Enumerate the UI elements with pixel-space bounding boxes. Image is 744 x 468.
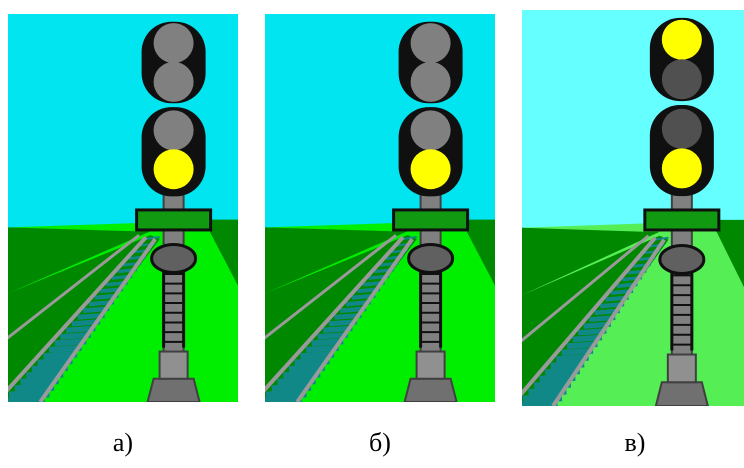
sleeper	[271, 383, 312, 393]
signal-plate	[135, 208, 213, 232]
sleeper	[528, 386, 567, 397]
sleeper	[655, 236, 669, 241]
signal-lamp	[153, 61, 194, 102]
rail	[295, 237, 414, 402]
signal-lamp	[661, 59, 702, 100]
sleeper	[145, 236, 160, 241]
signal-lamp	[153, 149, 194, 190]
sleeper	[539, 373, 576, 383]
signal-panel-c	[522, 10, 744, 406]
signal-base	[654, 381, 709, 406]
signal-scene-c	[522, 10, 744, 406]
rail	[8, 235, 148, 393]
sleeper	[283, 370, 321, 380]
signal-foot	[666, 353, 697, 384]
signal-scene-a	[8, 14, 238, 402]
signal-panel-a	[8, 14, 238, 402]
signal-scene-b	[265, 14, 495, 402]
sleeper	[277, 376, 316, 387]
sleeper	[288, 364, 325, 373]
far-field	[522, 227, 660, 296]
rail	[265, 235, 405, 393]
rail	[8, 233, 141, 340]
signal-lamp	[410, 149, 451, 190]
signal-base	[146, 377, 201, 402]
sleeper	[31, 364, 68, 373]
caption-a: а)	[112, 428, 134, 457]
rail	[522, 234, 650, 343]
rail	[265, 233, 398, 340]
signal-lamp	[661, 108, 702, 149]
sleeper	[20, 376, 59, 387]
rail	[551, 238, 666, 406]
signal-lamp	[661, 148, 702, 189]
rail	[522, 236, 657, 397]
sleeper	[522, 400, 558, 406]
sleeper	[544, 367, 580, 377]
sleeper	[265, 389, 307, 400]
junction-box	[150, 242, 198, 274]
sleeper	[522, 393, 563, 404]
junction-box	[407, 242, 455, 274]
sleeper	[26, 370, 64, 380]
sleeper	[8, 389, 50, 400]
rail	[38, 237, 157, 402]
signal-lamp	[410, 23, 451, 64]
caption-c: в)	[624, 428, 646, 457]
sleeper	[14, 383, 55, 393]
signal-lamp	[410, 61, 451, 102]
sleeper	[8, 396, 45, 402]
signal-lamp	[410, 110, 451, 151]
caption-b: б)	[369, 428, 391, 457]
signal-base	[403, 377, 458, 402]
sleeper	[402, 236, 417, 241]
far-field	[8, 227, 151, 294]
signal-lamp	[661, 19, 702, 60]
signal-panel-b	[265, 14, 495, 402]
signal-foot	[158, 350, 189, 380]
signal-plate	[643, 208, 721, 232]
signal-plate	[392, 208, 470, 232]
sleeper	[265, 396, 302, 402]
far-field	[265, 227, 408, 294]
junction-box	[658, 243, 706, 275]
signal-lamp	[153, 23, 194, 64]
signal-lamp	[153, 110, 194, 151]
sleeper	[533, 380, 572, 390]
signal-foot	[415, 350, 446, 380]
